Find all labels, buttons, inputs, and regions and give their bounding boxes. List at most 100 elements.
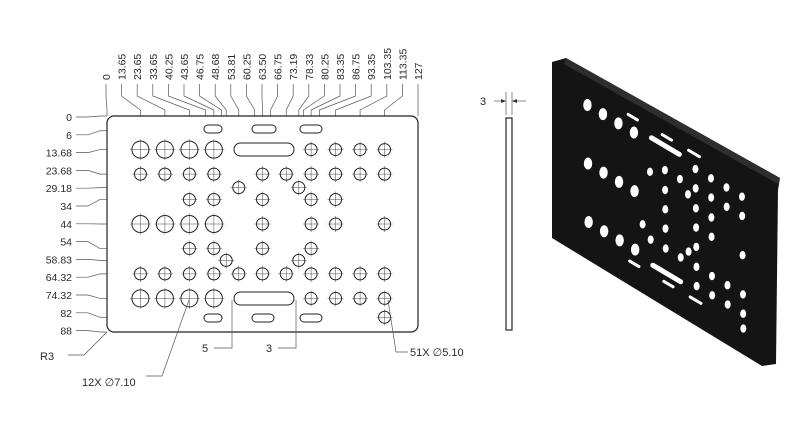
top-dim-label: 83.35 [335,54,347,80]
iso-small-hole [663,224,669,232]
top-dim-leader [246,84,254,116]
iso-small-hole [709,233,715,241]
top-dim-label: 80.25 [319,54,331,80]
iso-small-hole [677,175,683,183]
left-dim-leader [76,331,107,332]
slot-bottom-right [300,314,322,322]
left-dim-label: 34 [60,201,72,213]
iso-small-hole [662,186,668,194]
left-dim-leader [76,150,107,153]
iso-small-hole [708,213,714,221]
iso-small-hole [709,272,715,280]
top-dim-leader [336,84,372,116]
left-dim-leader [76,199,107,206]
iso-large-hole [615,234,623,246]
iso-large-hole [631,244,639,256]
top-dim-label: 33.65 [148,54,160,80]
top-dim-label: 113.35 [397,49,409,80]
top-dim-label: 23.65 [132,54,144,80]
slot-top-left [204,125,222,133]
left-dim-leader [76,259,107,260]
iso-small-hole [709,291,715,299]
top-dim-leader [270,84,277,116]
iso-small-hole [693,204,699,212]
slot-bottom-left [204,314,222,322]
iso-small-hole [739,212,745,220]
left-dim-leader [76,116,107,117]
left-dim-label: 23.68 [46,165,72,177]
left-dim-label: 13.68 [46,148,72,160]
top-dim-label: 127 [413,62,425,80]
iso-small-hole [740,324,746,332]
left-dim-label: 58.83 [46,254,72,266]
top-dim-leader [106,84,107,116]
iso-small-hole [663,244,669,252]
left-dim-label: 82 [60,308,72,320]
top-dim-label: 0 [101,74,113,80]
iso-small-hole [739,192,745,200]
iso-small-hole [678,253,684,261]
left-dim-label: 74.32 [46,290,72,302]
top-dim-leader [385,84,403,116]
left-dim-label: 29.18 [46,183,72,195]
iso-large-hole [600,225,608,237]
top-dim-label: 66.75 [273,54,285,80]
slot-width-left-note: 5 [202,343,208,355]
top-dim-label: 53.81 [226,54,238,80]
left-dim-leader [76,295,107,298]
iso-small-hole [724,203,730,211]
left-dim-leader [76,131,107,135]
top-dim-leader [304,84,325,116]
iso-small-hole [708,174,714,182]
top-dim-label: 73.19 [288,54,300,80]
top-dim-label: 46.75 [195,54,207,80]
top-dim-leader [286,84,293,116]
iso-small-hole [723,183,729,191]
top-dim-leader [360,84,387,116]
left-dim-label: 54 [60,237,72,249]
top-dim-leader [319,84,355,116]
slot-top-right [300,125,322,133]
left-dim-label: 88 [60,326,72,338]
left-dim-label: 0 [66,112,72,124]
iso-large-hole [615,176,623,188]
iso-small-hole [662,166,668,174]
top-dim-leader [215,84,226,116]
iso-small-hole [647,168,653,176]
iso-small-hole [686,247,692,255]
left-dim-leader [76,274,107,277]
top-dim-label: 43.65 [179,54,191,80]
iso-small-hole [740,290,746,298]
left-dim-label: 6 [66,130,72,142]
iso-small-hole [662,205,668,213]
top-dim-label: 13.65 [117,54,129,80]
left-dim-leader [76,188,107,189]
slot-width-right-note: 3 [266,343,272,355]
iso-small-hole [685,190,691,198]
left-dim-leader [76,242,107,249]
top-dim-leader [262,84,263,116]
iso-large-hole [584,157,592,169]
slot-top-middle [252,125,276,133]
iso-large-hole [584,216,592,228]
left-dim-leader [76,313,107,317]
left-dim-leader [76,170,107,174]
side-view: 3 [480,92,526,330]
iso-large-hole [614,117,622,129]
iso-large-hole [599,108,607,120]
small-holes-note: 51X ∅5.10 [410,347,464,359]
top-dim-leader [184,84,214,116]
iso-small-hole [693,263,699,271]
iso-small-hole [725,300,731,308]
radius-note: R3 [40,351,54,363]
top-dim-label: 93.35 [366,54,378,80]
iso-small-hole [724,281,730,289]
slot-bottom-middle [252,314,274,322]
top-dim-label: 103.35 [382,48,394,80]
top-dim-label: 63.50 [257,54,269,80]
iso-small-hole [740,251,746,259]
iso-large-hole [630,185,638,197]
